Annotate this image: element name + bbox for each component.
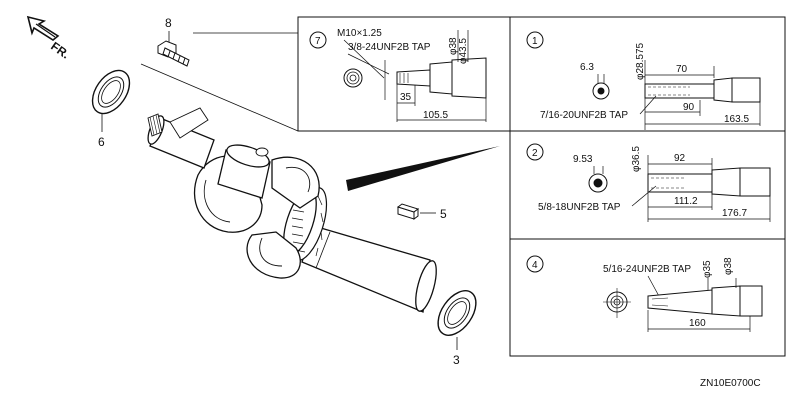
p1-tap: 7/16-20UNF2B TAP [540,110,628,121]
crankshaft [145,108,441,313]
p1-len-c: 163.5 [724,114,749,125]
p2-len-c: 176.7 [722,208,747,219]
callout-seal-lower: 3 [453,353,460,367]
p2-len-a: 92 [674,153,686,164]
callout-key: 5 [440,207,447,221]
detail-arrow-icon [346,146,500,191]
p4-dia-a: φ35 [702,260,713,278]
p2-dia-main: φ36.5 [631,146,642,172]
front-direction-arrow-icon [28,17,58,40]
oil-seal-lower [430,284,483,342]
panel-number-1: 1 [532,36,538,47]
bolt-icon [158,41,189,66]
p4-len-a: 160 [689,318,706,329]
callout-seal-upper: 6 [98,135,105,149]
detail-panel-frames [298,17,785,356]
p7-dia-a: φ38 [448,37,459,55]
p7-dia-b: φ43.5 [458,38,469,64]
p2-tap: 5/8-18UNF2B TAP [538,202,621,213]
callout-bolt: 8 [165,16,172,30]
detail-panel-7: 7 M10×1.25 3/8-24UNF2B TAP φ38 φ43.5 [310,28,486,122]
detail-panel-1: 1 6.3 φ28.575 70 90 163.5 7/16-20UNF2B T… [527,32,760,130]
oil-seal-upper [85,64,137,121]
p2-dia-small: 9.53 [573,154,593,165]
p4-tap: 5/16-24UNF2B TAP [603,264,691,275]
p1-len-a: 70 [676,64,688,75]
p7-len-b: 105.5 [423,110,448,121]
front-direction-label: FR. [48,39,72,62]
p1-dia-main: φ28.575 [635,42,646,80]
p2-len-b: 111.2 [674,196,698,207]
p1-dia-small: 6.3 [580,62,594,73]
panel-number-2: 2 [532,148,538,159]
woodruff-key-icon [398,204,418,219]
drawing-code: ZN10E0700C [700,378,761,389]
p7-len-a: 35 [400,92,412,103]
detail-panel-4: 4 5/16-24UNF2B TAP φ35 φ38 160 [527,256,762,332]
detail-panel-2: 2 9.53 φ36.5 92 111.2 176.7 5/8-18UNF2B … [527,144,770,222]
panel-number-4: 4 [532,260,538,271]
p4-dia-b: φ38 [723,257,734,275]
p7-thread-main: M10×1.25 [337,28,382,39]
p7-tap: 3/8-24UNF2B TAP [348,42,431,53]
panel-number-7: 7 [315,36,321,47]
p1-len-b: 90 [683,102,695,113]
